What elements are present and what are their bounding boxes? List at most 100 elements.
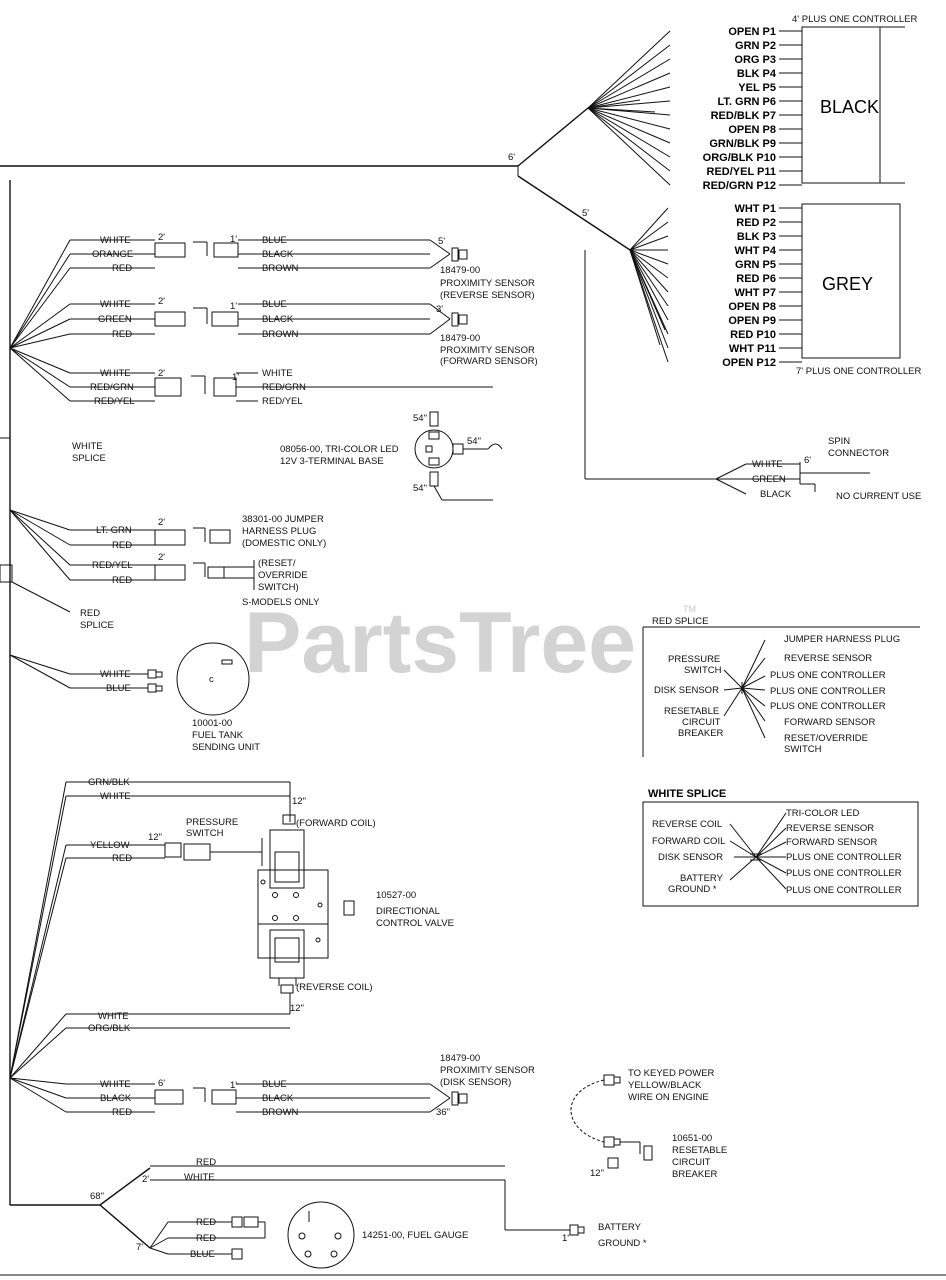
- black-connector-title: 4' PLUS ONE CONTROLLER: [792, 14, 917, 25]
- rev-name: PROXIMITY SENSOR: [440, 278, 535, 289]
- disk-wire-blue: BLUE: [262, 1079, 287, 1090]
- rs-right-7: RESET/OVERRIDE: [784, 733, 868, 744]
- black-connector-pin-10: ORG/BLK P10: [703, 152, 776, 164]
- rs-left-3: DISK SENSOR: [654, 685, 719, 696]
- forward-sensor-group: WHITE GREEN RED 2' 1' BLUE BLACK BROWN 3…: [9, 296, 538, 367]
- breaker-3: CIRCUIT: [672, 1157, 711, 1168]
- spin-wire-white: WHITE: [752, 459, 783, 470]
- forward-coil-label: (FORWARD COIL): [296, 818, 376, 829]
- grey-connector-pin-12: OPEN P12: [722, 357, 776, 369]
- ws-right-4: PLUS ONE CONTROLLER: [786, 852, 902, 863]
- red-splice-lead: [11, 581, 71, 613]
- rev-wire-white: WHITE: [100, 235, 131, 246]
- jumper-reset-group: LT. GRN RED 2' 38301-00 JUMPER HARNESS P…: [9, 509, 326, 608]
- grey-connector-label: GREY: [822, 274, 873, 294]
- led-length-54b: 54": [467, 436, 481, 447]
- breaker-group: TO KEYED POWER YELLOW/BLACK WIRE ON ENGI…: [570, 1068, 727, 1180]
- tricolor-led-label-1: 08056-00, TRI-COLOR LED: [280, 444, 399, 455]
- fuel-label-2: FUEL TANK: [192, 730, 244, 741]
- disk-length-1: 1': [230, 1080, 237, 1091]
- fwd-length-2: 2': [158, 296, 165, 307]
- black-connector-housing: [801, 26, 881, 184]
- tricolor-led-body: [414, 429, 454, 469]
- valve-wire-white-b: WHITE: [98, 1011, 129, 1022]
- led-length-2: 2': [158, 368, 165, 379]
- rev-length-1: 1': [230, 234, 237, 245]
- ws-right-1: TRI-COLOR LED: [786, 808, 860, 819]
- rev-wire-orange: ORANGE: [92, 249, 133, 260]
- ws-left-4: BATTERY: [680, 873, 724, 884]
- pressure-switch-label-1: PRESSURE: [186, 817, 238, 828]
- rev-wire-red: RED: [112, 263, 132, 274]
- valve-body: [257, 869, 329, 925]
- valve-label-1: 10527-00: [376, 890, 416, 901]
- grey-connector-pin-7: WHT P7: [734, 287, 776, 299]
- rev-sub: (REVERSE SENSOR): [440, 290, 535, 301]
- breaker-1: 10651-00: [672, 1133, 712, 1144]
- fuel-label-3: SENDING UNIT: [192, 742, 260, 753]
- fuel-tank-group: c WHITE BLUE 10001-00 FUEL TANK SENDING …: [9, 642, 260, 753]
- led-length-1: 1': [232, 372, 239, 383]
- rev-length-2: 2': [158, 232, 165, 243]
- trunk-splice-block: [0, 564, 13, 583]
- red-splice-label-1: RED: [80, 608, 100, 619]
- rs-right-3: PLUS ONE CONTROLLER: [770, 670, 886, 681]
- grey-connector-group: 5' 7' PLUS ONE CONTROLLER GREY WHT P1RED…: [582, 203, 921, 377]
- black-connector-pin-6: LT. GRN P6: [718, 96, 776, 108]
- disk-sensor-group: WHITE BLACK RED 6' 1' BLUE BLACK BROWN 3…: [9, 1053, 535, 1118]
- rs-right-5: PLUS ONE CONTROLLER: [770, 701, 886, 712]
- fwd-sub: (FORWARD SENSOR): [440, 356, 538, 367]
- grey-connector-pin-9: OPEN P9: [728, 315, 776, 327]
- battery-label-2: GROUND *: [598, 1238, 647, 1249]
- fwd-wire-black: BLACK: [262, 314, 294, 325]
- rev-part: 18479-00: [440, 265, 480, 276]
- ws-right-3: FORWARD SENSOR: [786, 837, 877, 848]
- grey-connector-title: 7' PLUS ONE CONTROLLER: [796, 366, 921, 377]
- breaker-2: RESETABLE: [672, 1145, 727, 1156]
- ws-left-3: DISK SENSOR: [658, 852, 723, 863]
- fwd-part: 18479-00: [440, 333, 480, 344]
- led-harness-group: WHITE RED/GRN RED/YEL 2' 1' WHITE RED/GR…: [9, 347, 493, 407]
- spin-note: NO CURRENT USE: [836, 491, 921, 502]
- rev-wire-brown: BROWN: [262, 263, 299, 274]
- valve-length-12c: 12": [290, 1003, 304, 1014]
- led-wire-white-r: WHITE: [262, 368, 293, 379]
- rs-right-1: JUMPER HARNESS PLUG: [784, 634, 900, 645]
- rs-right-8: SWITCH: [784, 744, 822, 755]
- white-splice-box: WHITE SPLICE REVERSE COIL FORWARD COIL D…: [642, 788, 919, 907]
- bottom-length-7: 7': [136, 1242, 143, 1253]
- watermark-tm: TM: [683, 604, 696, 614]
- white-splice-label-1: WHITE: [72, 441, 103, 452]
- disk-length-36: 36": [436, 1107, 450, 1118]
- grey-connector-housing: [801, 203, 901, 359]
- keyed-power-1: TO KEYED POWER: [628, 1068, 715, 1079]
- grey-connector-fan: [629, 207, 669, 363]
- spin-wire-black: BLACK: [760, 489, 792, 500]
- tricolor-led-label-2: 12V 3-TERMINAL BASE: [280, 456, 384, 467]
- black-connector-fan: [587, 30, 671, 186]
- rs-left-4: RESETABLE: [664, 706, 719, 717]
- reverse-sensor-group: WHITE ORANGE RED 2' 1' BLUE BLACK BROWN …: [9, 232, 535, 349]
- valve-wire-orgblk: ORG/BLK: [88, 1023, 131, 1034]
- ws-left-2: FORWARD COIL: [652, 836, 725, 847]
- bottom-wire-white: WHITE: [184, 1172, 215, 1183]
- gauge-wire-red-1: RED: [196, 1217, 216, 1228]
- valve-length-12a: 12": [148, 832, 162, 843]
- disk-part: 18479-00: [440, 1053, 480, 1064]
- fwd-name: PROXIMITY SENSOR: [440, 345, 535, 356]
- red-splice-box: RED SPLICE PRESSURE SWITCH DISK SENSOR R…: [642, 616, 920, 757]
- grey-connector-pin-10: RED P10: [730, 329, 776, 341]
- reset-label-3: SWITCH): [258, 582, 299, 593]
- jumper-wire-red: RED: [112, 540, 132, 551]
- fuel-gauge-group: RED WHITE 68" 2' 7' 1' BATTERY GROUND * …: [90, 1157, 647, 1269]
- led-wire-redyel-r: RED/YEL: [262, 396, 303, 407]
- black-connector-pin-8: OPEN P8: [728, 124, 776, 136]
- rs-left-6: BREAKER: [678, 728, 724, 739]
- disk-wire-red: RED: [112, 1107, 132, 1118]
- pressure-switch-label-2: SWITCH: [186, 828, 224, 839]
- black-connector-pin-9: GRN/BLK P9: [709, 138, 776, 150]
- rs-right-2: REVERSE SENSOR: [784, 653, 872, 664]
- ws-left-1: REVERSE COIL: [652, 819, 722, 830]
